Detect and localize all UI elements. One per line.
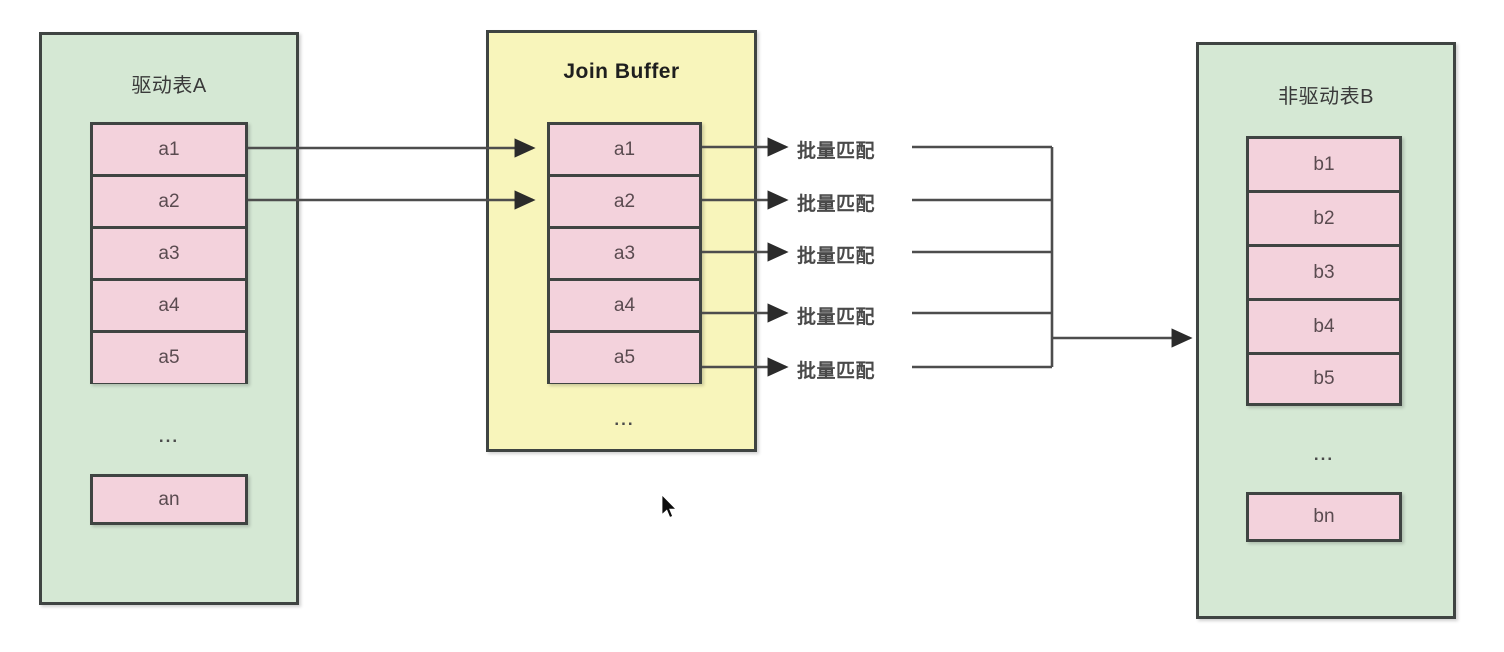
driving-table-title: 驱动表A <box>131 75 207 97</box>
table-row: b2 <box>1249 193 1399 247</box>
batch-match-label-3: 批量匹配 <box>797 246 876 267</box>
table-row: b1 <box>1249 139 1399 193</box>
non-driving-table-title: 非驱动表B <box>1278 86 1374 108</box>
table-row: a3 <box>550 229 699 281</box>
mouse-pointer-icon <box>661 494 677 518</box>
table-row: a1 <box>550 125 699 177</box>
table-row: a4 <box>550 281 699 333</box>
batch-match-label-5: 批量匹配 <box>797 361 876 382</box>
table-row: a2 <box>550 177 699 229</box>
driving-table-last-row: an <box>90 474 248 525</box>
non-driving-table-last-row: bn <box>1246 492 1402 542</box>
batch-match-label-4: 批量匹配 <box>797 307 876 328</box>
driving-table-ellipsis: ... <box>158 427 180 446</box>
table-row: a5 <box>93 333 245 383</box>
join-buffer-ellipsis: ... <box>614 410 635 429</box>
non-driving-table-row-stack: b1 b2 b3 b4 b5 <box>1246 136 1402 406</box>
join-buffer-row-stack: a1 a2 a3 a4 a5 <box>547 122 702 384</box>
table-row: b4 <box>1249 301 1399 355</box>
table-row: b5 <box>1249 355 1399 403</box>
table-row: a1 <box>93 125 245 177</box>
batch-match-label-1: 批量匹配 <box>797 141 876 162</box>
batch-match-label-2: 批量匹配 <box>797 194 876 215</box>
driving-table-row-stack: a1 a2 a3 a4 a5 <box>90 122 248 384</box>
join-buffer-title: Join Buffer <box>563 60 680 83</box>
non-driving-table-ellipsis: ... <box>1313 445 1335 464</box>
table-row: a3 <box>93 229 245 281</box>
table-row: a2 <box>93 177 245 229</box>
table-row: a5 <box>550 333 699 383</box>
table-row: b3 <box>1249 247 1399 301</box>
table-row: a4 <box>93 281 245 333</box>
